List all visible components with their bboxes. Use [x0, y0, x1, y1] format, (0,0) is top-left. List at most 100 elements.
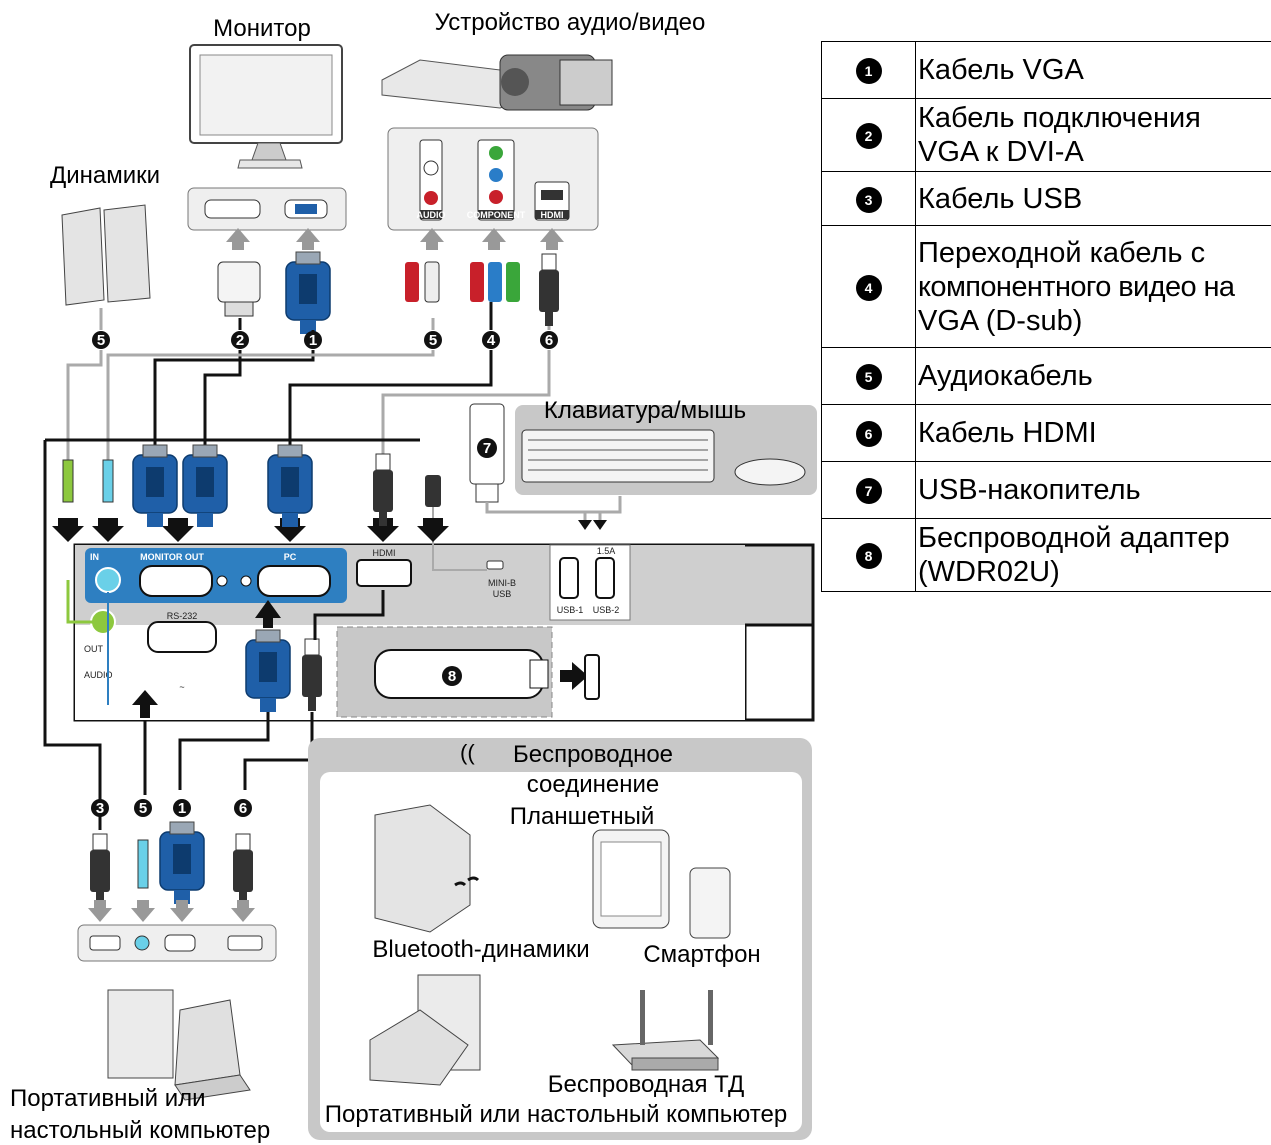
- usb-2-port[interactable]: [595, 557, 615, 599]
- pc-port[interactable]: [257, 565, 331, 597]
- wireless-icon: ((: [460, 740, 475, 765]
- badge-bottom-6: 6: [234, 799, 252, 817]
- speaker-audio-plug: [62, 459, 74, 503]
- legend-text: USB-накопитель: [918, 474, 1141, 506]
- legend-row: 3 Кабель USB: [821, 171, 1271, 226]
- legend-row: 8 Беспроводной адаптер(WDR02U): [821, 518, 1271, 592]
- av-audio-label: AUDIO: [417, 210, 446, 220]
- monitor-label: Монитор: [213, 15, 311, 42]
- monitor-device: [189, 44, 343, 169]
- arrow-down-icon: [417, 518, 449, 542]
- arrow-down-icon: [92, 518, 124, 542]
- smartphone-device: [689, 867, 731, 939]
- port-in-label: IN: [90, 552, 99, 562]
- legend-badge: 3: [855, 186, 882, 213]
- arrow-down-icon: [52, 518, 84, 542]
- legend-text: Аудиокабель: [918, 360, 1093, 392]
- legend-badge: 6: [855, 421, 882, 448]
- legend-text: Кабель подключения: [918, 102, 1201, 134]
- av-hdmi-label: HDMI: [541, 210, 564, 220]
- badge-usb-7: 7: [477, 438, 497, 458]
- port-pc-label: PC: [284, 552, 297, 562]
- mini-b-plug: [425, 475, 441, 507]
- badge-top-1: 1: [304, 331, 322, 349]
- access-point-device: [611, 990, 720, 1071]
- legend-text: Переходной кабель с: [918, 236, 1206, 269]
- port-power-rating: 1.5A: [597, 546, 616, 556]
- badge-adapter-8: 8: [442, 666, 462, 686]
- av-hdmi-plug: [538, 253, 560, 327]
- arrow-down-icon: [162, 518, 194, 542]
- svg-text:5: 5: [139, 800, 147, 817]
- hdmi-plug-top: [372, 453, 394, 527]
- badge-top-6: 6: [540, 331, 558, 349]
- mouse-icon: [734, 458, 806, 486]
- svg-text:6: 6: [545, 332, 553, 349]
- port-usb1-label: USB-1: [557, 605, 584, 615]
- legend-badge: 8: [855, 543, 882, 570]
- wireless-title-1: Беспроводное: [513, 741, 673, 768]
- svg-text:5: 5: [97, 332, 105, 349]
- svg-text:1: 1: [309, 332, 317, 349]
- hdmi-port[interactable]: [356, 559, 412, 587]
- wireless-pc-label: Портативный или настольный компьютер: [325, 1101, 787, 1128]
- legend-badge: 1: [855, 58, 882, 85]
- insert-arrow-icon: [560, 662, 588, 690]
- pc-audio-plug-top: [102, 459, 114, 503]
- pc-audio-plug: [137, 839, 149, 889]
- wireless-title-2: соединение: [527, 771, 659, 798]
- bluetooth-speakers-device: [374, 804, 480, 933]
- pc-hdmi-plug: [232, 833, 254, 907]
- usb-1-port[interactable]: [559, 557, 579, 599]
- svg-text:8: 8: [448, 668, 456, 685]
- mini-b-usb-port[interactable]: [486, 560, 504, 570]
- vga-arrow-icon: [296, 228, 320, 250]
- monitor-out-port[interactable]: [139, 565, 213, 597]
- port-usb-label: USB: [493, 589, 512, 599]
- legend-text: Кабель VGA: [918, 54, 1084, 86]
- dvi-vga-plug: [182, 444, 228, 528]
- laptop-desktop-device: [107, 989, 251, 1101]
- legend-row: 5 Аудиокабель: [821, 347, 1271, 405]
- legend-text: VGA (D-sub): [918, 304, 1083, 337]
- legend-text: Беспроводной адаптер: [918, 522, 1230, 554]
- svg-text:7: 7: [483, 440, 491, 457]
- monitor-vga-plug: [285, 251, 331, 335]
- speakers-label: Динамики: [50, 162, 160, 189]
- laptop-desktop-label-2: настольный компьютер: [10, 1117, 270, 1144]
- tablet-label: Планшетный: [510, 803, 655, 830]
- dvi-plug: [217, 261, 261, 317]
- badge-bottom-3: 3: [91, 799, 109, 817]
- port-out-label: OUT: [84, 644, 104, 654]
- svg-text:2: 2: [236, 332, 244, 349]
- smartphone-label: Смартфон: [643, 941, 760, 968]
- port-audio-label: AUDIO: [84, 670, 113, 680]
- av-component-label: COMPONENT: [467, 210, 526, 220]
- svg-text:6: 6: [239, 800, 247, 817]
- port-minib-label: MINI-B: [488, 578, 516, 588]
- adapter-usb-slot[interactable]: [584, 654, 600, 700]
- badge-top-2: 2: [231, 331, 249, 349]
- bt-speakers-label: Bluetooth-динамики: [372, 936, 589, 963]
- legend-text: Кабель USB: [918, 182, 1083, 215]
- port-rs232-label: RS-232: [167, 611, 198, 621]
- monitor-port-panel: [187, 187, 347, 231]
- rs232-port[interactable]: [147, 621, 217, 653]
- legend-text: Кабель HDMI: [918, 417, 1097, 449]
- legend-badge: 5: [855, 364, 882, 391]
- speakers-device: [61, 204, 151, 306]
- dvi-arrow-icon: [226, 228, 250, 250]
- av-device-label: Устройство аудио/видео: [435, 9, 706, 36]
- component-plugs: [470, 262, 520, 302]
- power-tilde: ~: [179, 682, 184, 692]
- audio-in-port[interactable]: [95, 567, 121, 593]
- svg-text:1: 1: [178, 800, 186, 817]
- badge-bottom-5: 5: [134, 799, 152, 817]
- av-device: [381, 54, 613, 111]
- laptop-desktop-label-1: Портативный или: [10, 1085, 206, 1112]
- svg-text:4: 4: [487, 332, 496, 349]
- badge-top-4: 4: [482, 331, 500, 349]
